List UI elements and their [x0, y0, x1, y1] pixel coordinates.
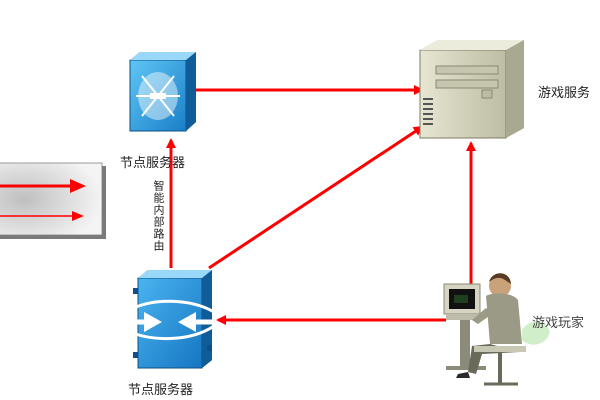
game-server-label: 游戏服务 [538, 86, 591, 101]
connection-arrows [166, 85, 476, 325]
internal-routing-label: 智能内部路由 [152, 180, 165, 252]
bottom-node-label: 节点服务器 [128, 383, 194, 398]
user-computer-icon [443, 273, 526, 386]
router-icon [129, 52, 196, 132]
arrow-switch-to-server [208, 125, 424, 270]
switch-icon [125, 270, 215, 369]
server-tower-icon [419, 40, 524, 139]
top-node-label: 节点服务器 [120, 156, 186, 171]
legend-arrows-icon [0, 162, 106, 239]
watermark-shape [522, 321, 550, 345]
player-label: 游戏玩家 [532, 316, 585, 331]
